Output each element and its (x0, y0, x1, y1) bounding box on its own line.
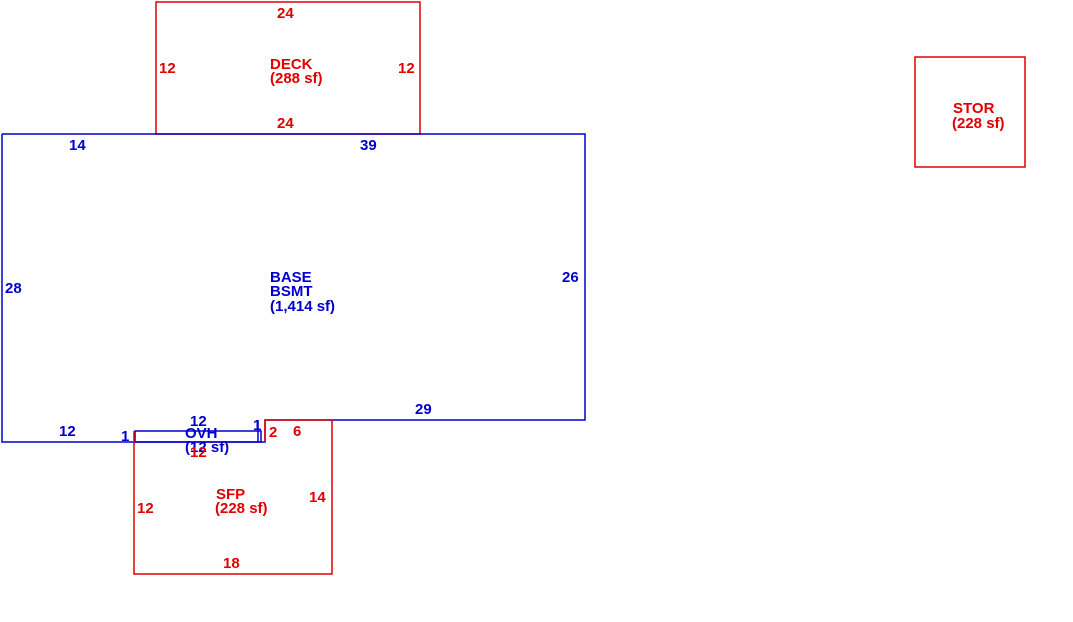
deck-dim-right: 12 (398, 60, 415, 77)
base-dim-step-left: 1 (121, 428, 129, 445)
base-dim-step-right: 1 (253, 417, 261, 434)
base-dim-right: 26 (562, 269, 579, 286)
deck-area: (288 sf) (270, 70, 323, 87)
sfp-dim-left: 12 (137, 500, 154, 517)
base-dim-top-left: 14 (69, 137, 86, 154)
sfp-outline (133, 419, 333, 575)
stor-outline (914, 56, 1026, 168)
base-dim-bottom-left: 12 (59, 423, 76, 440)
deck-dim-left: 12 (159, 60, 176, 77)
sfp-label: SFP (216, 486, 245, 503)
deck-label: DECK (270, 56, 313, 73)
sfp-dim-top-right: 6 (293, 423, 301, 440)
stor-area: (228 sf) (952, 115, 1005, 132)
ovh-area: (12 sf) (185, 439, 229, 456)
base-dim-top-right: 39 (360, 137, 377, 154)
sfp-dim-bottom: 18 (223, 555, 240, 572)
stor-label: STOR (953, 100, 995, 117)
sfp-dim-right: 14 (309, 489, 326, 506)
sfp-dim-step: 2 (269, 424, 277, 441)
ovh-dim-bottom: 12 (190, 444, 207, 461)
ovh-label: OVH (185, 425, 218, 442)
ovh-dim-top: 12 (190, 413, 207, 430)
base-dim-left: 28 (5, 280, 22, 297)
ovh-outline (134, 430, 262, 443)
base-area: (1,414 sf) (270, 298, 335, 315)
base-label-2: BSMT (270, 283, 313, 300)
base-dim-bottom-right: 29 (415, 401, 432, 418)
sfp-area: (228 sf) (215, 500, 268, 517)
deck-dim-bottom: 24 (277, 115, 294, 132)
deck-dim-top: 24 (277, 5, 294, 22)
base-label: BASE (270, 269, 312, 286)
